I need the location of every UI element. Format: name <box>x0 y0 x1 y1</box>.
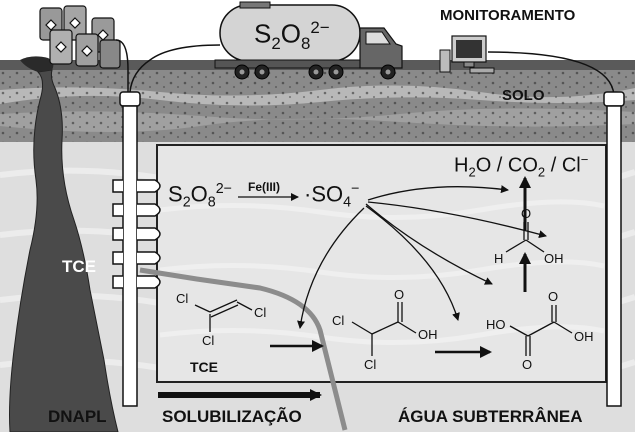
tce-cl-bottom: Cl <box>202 333 215 348</box>
dnapl-label: DNAPL <box>48 407 107 426</box>
oxalic-o-bottom: O <box>522 357 533 372</box>
dca-bonds <box>351 302 417 356</box>
dca-cl-bottom: Cl <box>364 357 377 372</box>
computer-icon <box>439 35 495 74</box>
dnapl-plume <box>9 69 119 432</box>
formic-oh: OH <box>544 251 564 266</box>
soil-label: SOLO <box>502 87 545 104</box>
soil-texture <box>0 70 635 142</box>
formic-h: H <box>494 251 504 266</box>
oxalic-oh: OH <box>574 329 594 344</box>
dca-o-top: O <box>394 287 405 302</box>
tce-plume-label: TCE <box>62 257 96 276</box>
monitor-cable <box>487 51 615 96</box>
barrel-hose <box>115 39 129 95</box>
tce-molecule-name: TCE <box>190 359 218 375</box>
oxalic-o-top: O <box>548 289 559 304</box>
sulfate-radical: ·SO4− <box>304 181 360 211</box>
formic-bonds <box>505 222 545 253</box>
final-products: H2O / CO2 / Cl− <box>454 152 589 180</box>
oxalic-bonds <box>509 305 573 356</box>
tanker-truck <box>214 1 403 80</box>
barrels <box>39 5 121 69</box>
tce-cl-right: Cl <box>254 305 267 320</box>
reactant-persulfate: S2O82− <box>168 181 233 211</box>
dca-cl-top: Cl <box>332 313 345 328</box>
monitoring-label: MONITORAMENTO <box>440 7 576 24</box>
groundwater-label: ÁGUA SUBTERRÂNEA <box>398 407 583 426</box>
dca-oh: OH <box>418 327 438 342</box>
dissolved-plume <box>139 267 348 431</box>
zone-waves <box>159 199 605 346</box>
solubilization-label: SOLUBILIZAÇÃO <box>162 407 302 426</box>
tanker-persulfate-formula: S2O82− <box>254 18 330 53</box>
tce-bonds <box>194 299 253 332</box>
oxalic-ho: HO <box>486 317 506 332</box>
tce-cl-left: Cl <box>176 291 189 306</box>
spill-source <box>20 56 54 72</box>
injection-well <box>112 91 161 407</box>
formic-o-top: O <box>521 206 532 221</box>
monitoring-well <box>603 91 625 407</box>
catalyst-label: Fe(III) <box>248 180 280 194</box>
truck-hose <box>129 44 221 93</box>
